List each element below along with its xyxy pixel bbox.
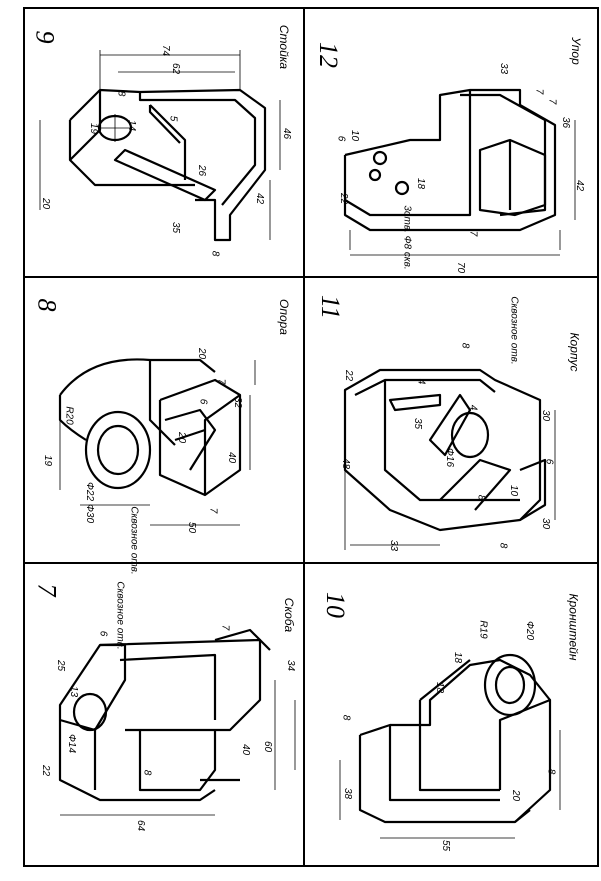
part-7-dim: 25	[55, 659, 67, 672]
part-12-dim: 42	[574, 179, 586, 192]
frame-border	[23, 7, 599, 867]
part-9-dim: 20	[40, 197, 52, 210]
part-7-name: Скоба	[282, 597, 297, 633]
part-11-note: Сквозное отв.	[508, 296, 520, 365]
part-10-drawing	[358, 653, 552, 824]
part-9-dim: 42	[254, 192, 266, 205]
part-12-dim: 33	[498, 62, 510, 75]
part-9-number: 9	[30, 30, 60, 44]
part-9-dim: 62	[170, 62, 182, 75]
part-8-name: Опора	[276, 299, 291, 335]
part-7-dim: 64	[135, 819, 147, 832]
part-12-name: Упор	[568, 37, 583, 65]
part-12-dim: 70	[455, 261, 467, 274]
part-11-dim: 35	[412, 417, 424, 430]
part-9-dim: 5	[167, 115, 179, 122]
part-8-dim: 19	[42, 454, 54, 467]
part-7-drawing	[58, 628, 271, 802]
part-11-dim: 30	[540, 517, 552, 530]
part-11-dim: 4	[415, 378, 427, 385]
part-11-dim: 4	[467, 404, 479, 411]
part-10-dim: 18	[434, 681, 446, 694]
part-9-dim: 8	[115, 90, 127, 97]
part-8-dim: 20	[176, 431, 188, 444]
part-11-drawing	[343, 368, 547, 532]
part-12-dim: 7	[546, 98, 558, 105]
part-8-note: Сквозное отв.	[128, 506, 140, 575]
part-12-dim: 10	[349, 129, 361, 142]
part-11-dim: 33	[388, 539, 400, 552]
part-9-drawing	[68, 88, 267, 242]
part-9-dim: 19	[88, 122, 100, 135]
part-9-dim: 8	[209, 250, 221, 257]
part-11-name: Корпус	[567, 332, 582, 372]
part-10-dim: R19	[477, 620, 489, 639]
part-9-name: Стойка	[277, 24, 292, 70]
part-11-dim: 48	[340, 457, 352, 470]
part-10-dim: Ф20	[524, 620, 536, 641]
part-12-drawing	[343, 88, 557, 232]
part-11-dim: 6	[543, 458, 555, 465]
part-12-dim: 7	[467, 230, 479, 237]
part-8-dim: Ф22	[84, 481, 96, 502]
part-12-dim: 36	[560, 116, 572, 129]
part-7-dim: 60	[262, 740, 274, 753]
part-7-dim: 22	[40, 764, 52, 777]
part-7-note: Сквозное отв.	[114, 581, 126, 650]
part-10-dim: 38	[342, 787, 354, 800]
part-12-dim: 18	[415, 177, 427, 190]
part-7-dim: 34	[285, 659, 297, 672]
part-8-dim: Ф30	[84, 503, 96, 524]
part-8-dim: 6	[197, 398, 209, 405]
part-11-dim: 22	[343, 369, 355, 382]
part-7-dim: 40	[240, 743, 252, 756]
part-11-number: 11	[316, 294, 346, 320]
part-7-dim: Ф14	[66, 733, 78, 754]
part-8-number: 8	[32, 298, 62, 312]
part-9-dim: 14	[126, 119, 138, 132]
part-10-dim: 18	[452, 651, 464, 664]
part-7-dim: 13	[68, 685, 80, 698]
part-11-dim: 30	[540, 409, 552, 422]
part-7-dim: 7	[219, 624, 231, 631]
part-11-dim: 10	[508, 484, 520, 497]
part-8-dim: 32	[232, 396, 244, 409]
part-12-number: 12	[314, 42, 343, 68]
part-10-dim: 8	[545, 768, 557, 775]
part-12-dim: 22	[338, 192, 350, 205]
part-8-dim: R20	[63, 406, 75, 425]
part-10-name: Кронштейн	[566, 593, 581, 661]
part-9-dim: 46	[281, 127, 293, 140]
part-10-dim: 8	[340, 714, 352, 721]
dimension-lines	[39, 50, 576, 839]
part-12-dim: 3отв. Ф8 скв.	[401, 205, 413, 270]
part-8-dim: 7	[215, 378, 227, 385]
part-7-dim: 6	[97, 630, 109, 637]
part-8-dim: 7	[207, 507, 219, 514]
part-9-dim: 26	[196, 164, 208, 177]
part-9-dim: 74	[160, 44, 172, 57]
part-12-dim: 6	[335, 135, 347, 142]
part-11-dim: 8	[459, 342, 471, 349]
part-10-dim: 20	[510, 789, 522, 802]
part-8-dim: 40	[226, 451, 238, 464]
part-7-number: 7	[32, 583, 62, 597]
part-10-number: 10	[321, 592, 350, 618]
part-10-dim: 55	[440, 839, 452, 852]
part-8-dim: 50	[186, 521, 198, 534]
part-8-drawing	[58, 358, 242, 497]
part-12-dim: 7	[533, 88, 545, 95]
part-11-dim: 8	[475, 494, 487, 501]
part-11-dim: Ф16	[444, 447, 456, 468]
part-7-dim: 8	[141, 769, 153, 776]
part-8-dim: 20	[196, 347, 208, 360]
part-9-dim: 35	[170, 221, 182, 234]
part-11-dim: 8	[497, 542, 509, 549]
